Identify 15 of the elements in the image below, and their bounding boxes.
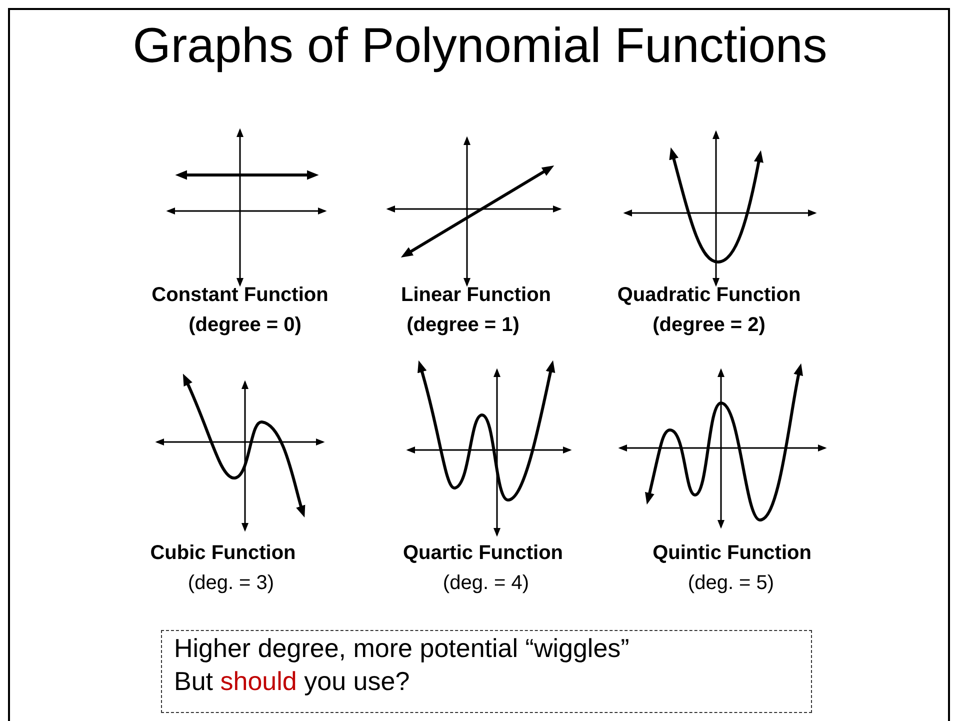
function-name: Quintic Function — [652, 542, 812, 565]
slide-title: Graphs of Polynomial Functions — [132, 18, 828, 74]
function-name: Quadratic Function — [617, 284, 801, 307]
degree-label: (degree = 1) — [406, 314, 520, 337]
degree-label: (deg. = 3) — [188, 572, 274, 595]
note-text: But should you use? — [174, 666, 410, 697]
function-name: Constant Function — [152, 284, 328, 307]
degree-label: (degree = 0) — [188, 314, 302, 337]
degree-label: (deg. = 5) — [688, 572, 774, 595]
degree-label: (degree = 2) — [652, 314, 766, 337]
note-text: Higher degree, more potential “wiggles” — [174, 633, 630, 664]
function-name: Quartic Function — [403, 542, 563, 565]
degree-label: (deg. = 4) — [442, 572, 530, 595]
function-name: Cubic Function — [150, 542, 296, 565]
function-name: Linear Function — [401, 284, 551, 307]
